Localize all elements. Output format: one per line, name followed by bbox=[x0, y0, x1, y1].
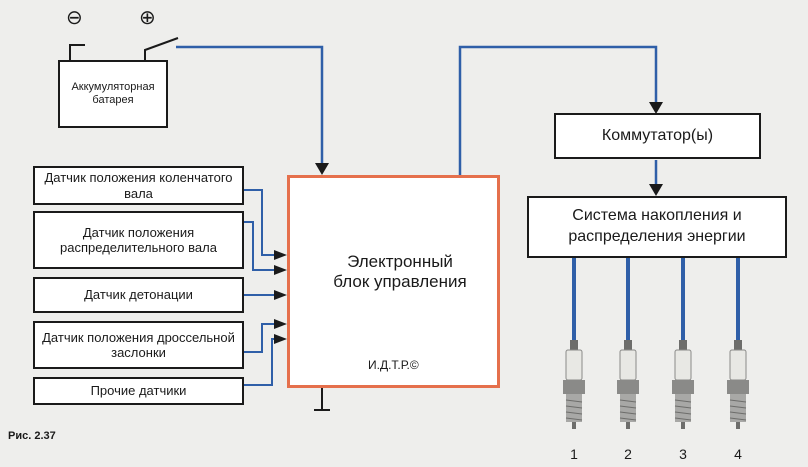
ecu-code: И.Д.Т.Р.© bbox=[368, 358, 419, 372]
sensor-arrows bbox=[274, 250, 287, 344]
arrow-battery-ecu bbox=[315, 163, 329, 175]
energy-storage-label: Система накопления и распределения энерг… bbox=[568, 207, 746, 245]
spark-plug-3 bbox=[672, 340, 694, 429]
sensor-throttle: Датчик положения дроссельной заслонки bbox=[33, 321, 244, 369]
battery-terminals bbox=[69, 37, 179, 60]
sensor-wires bbox=[244, 189, 276, 386]
sensor-crankshaft: Датчик положения коленчатого вала bbox=[33, 166, 244, 205]
ecu-title: Электронный блок управления bbox=[333, 252, 467, 292]
wire-ecu-commutator bbox=[458, 45, 658, 175]
wire-battery-ecu bbox=[176, 45, 324, 172]
spark-plug-number: 1 bbox=[570, 446, 578, 462]
sensor-knock: Датчик детонации bbox=[33, 277, 244, 313]
ground-symbol bbox=[314, 388, 330, 411]
ht-leads bbox=[572, 258, 740, 342]
spark-plug-1 bbox=[563, 340, 585, 429]
spark-plug-number: 3 bbox=[679, 446, 687, 462]
sensor-camshaft: Датчик положения распределительного вала bbox=[33, 211, 244, 269]
sensor-label: Датчик положения распределительного вала bbox=[60, 224, 217, 255]
battery-box: Аккумуляторная батарея bbox=[58, 60, 168, 128]
minus-terminal-icon: ⊖ bbox=[66, 7, 83, 29]
sensor-label: Датчик детонации bbox=[84, 287, 193, 303]
commutator-box: Коммутатор(ы) bbox=[554, 113, 761, 159]
commutator-label: Коммутатор(ы) bbox=[601, 126, 714, 144]
plus-terminal-icon: ⊕ bbox=[139, 7, 156, 29]
sensor-label: Датчик положения коленчатого вала bbox=[44, 170, 233, 201]
spark-plug-number: 2 bbox=[624, 446, 632, 462]
spark-plug-number: 4 bbox=[734, 446, 742, 462]
sensor-label: Прочие датчики bbox=[90, 383, 187, 399]
arrow-commutator-storage bbox=[649, 184, 663, 196]
sensor-label: Датчик положения дроссельной заслонки bbox=[42, 329, 235, 360]
ecu-box: Электронный блок управления И.Д.Т.Р.© bbox=[287, 175, 500, 388]
spark-plug-4 bbox=[727, 340, 749, 429]
energy-storage-box: Система накопления и распределения энерг… bbox=[527, 196, 787, 258]
arrow-ecu-commutator bbox=[649, 102, 663, 114]
sensor-other: Прочие датчики bbox=[33, 377, 244, 405]
spark-plug-2 bbox=[617, 340, 639, 429]
battery-label: Аккумуляторная батарея bbox=[71, 81, 155, 106]
figure-caption: Рис. 2.37 bbox=[8, 430, 56, 442]
